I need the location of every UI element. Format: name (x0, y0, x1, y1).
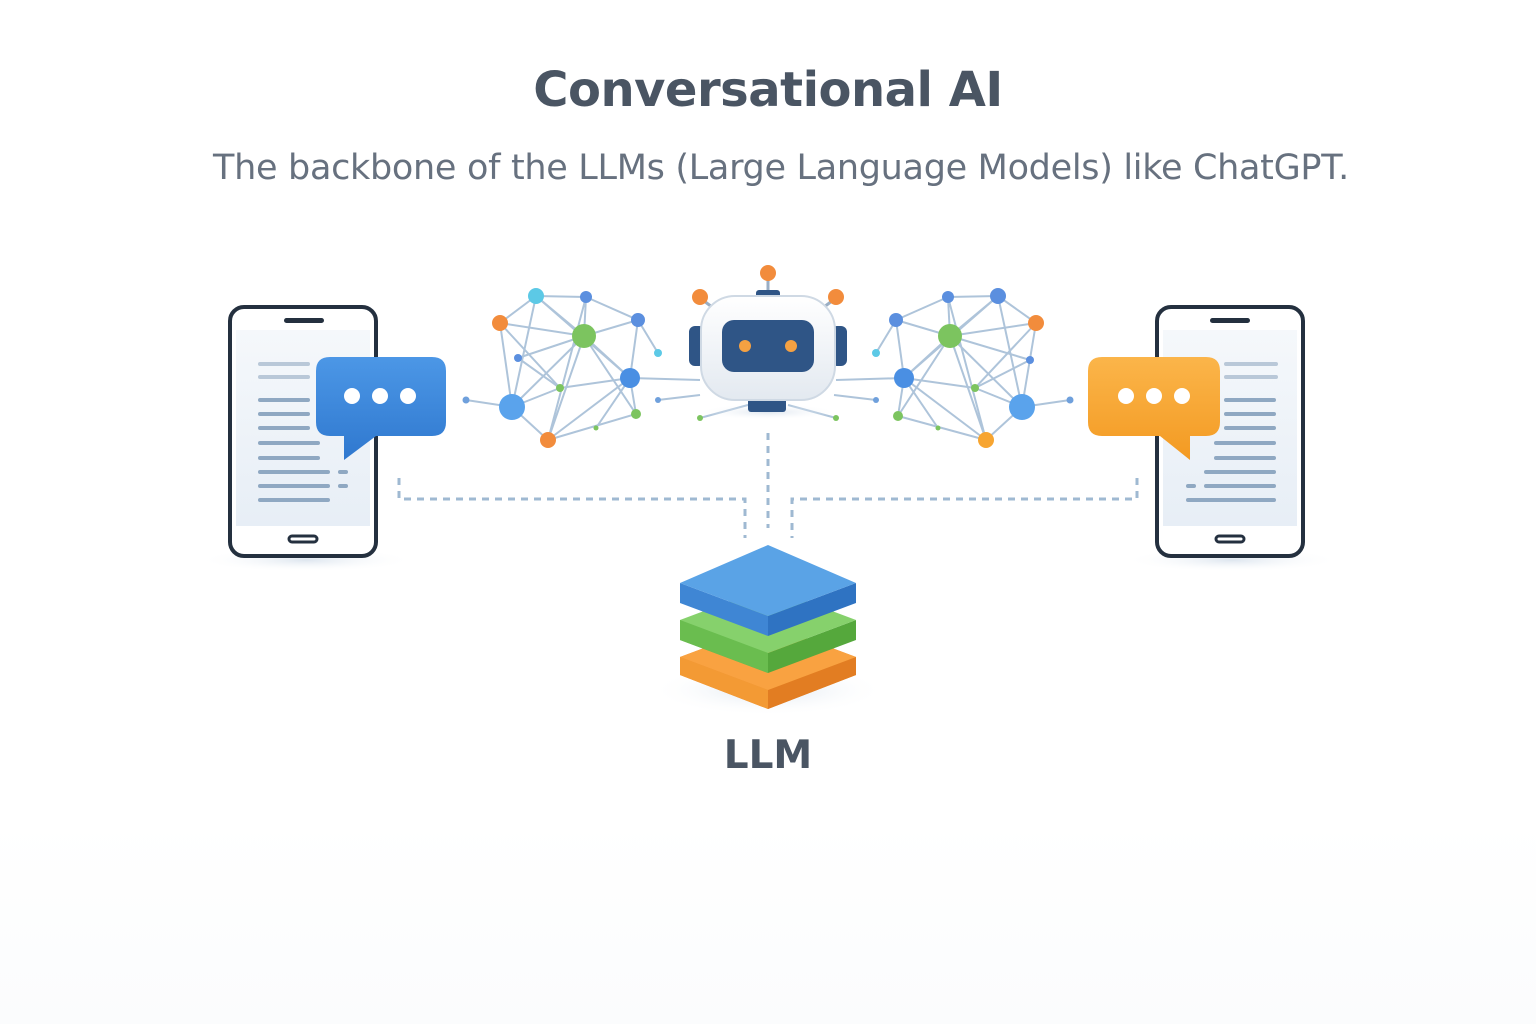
robot-icon (689, 265, 847, 420)
phone-right-icon (1124, 307, 1340, 572)
llm-stack-icon (650, 545, 886, 716)
llm-label: LLM (0, 733, 1536, 778)
connector-lines (399, 433, 1137, 538)
connector-left (399, 478, 745, 538)
connector-right (792, 478, 1137, 538)
phone-left-icon (198, 307, 414, 572)
